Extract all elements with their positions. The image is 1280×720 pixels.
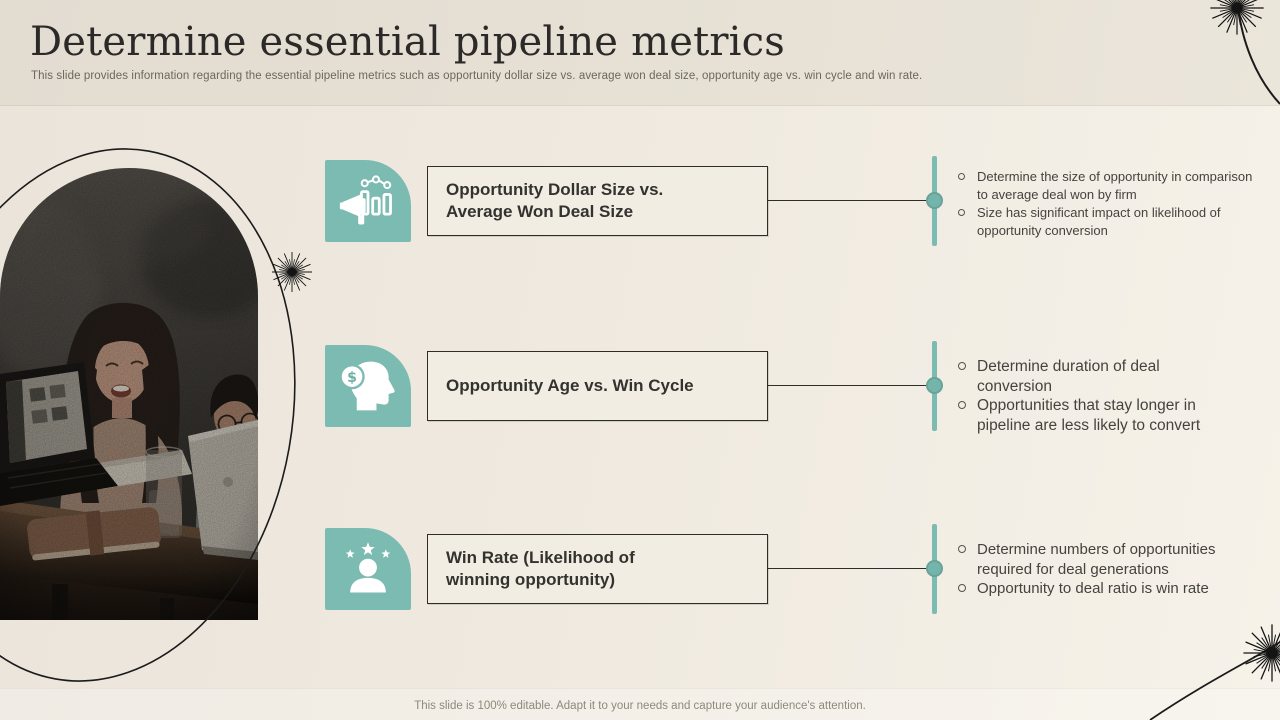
metric-title: Win Rate (Likelihood of winning opportun… (446, 548, 635, 589)
metric-icon-box: $ (325, 345, 411, 427)
svg-text:$: $ (347, 370, 357, 386)
bullet-text: Determine duration of deal conversion (977, 358, 1160, 395)
connector-line (768, 200, 935, 201)
bullet-list: Determine the size of opportunity in com… (955, 168, 1255, 240)
megaphone-analytics-icon (339, 175, 392, 225)
metric-title: Opportunity Dollar Size vs. Average Won … (446, 180, 664, 221)
bullet-marker-icon (958, 584, 966, 592)
background-top-band (0, 0, 1280, 106)
metric-row-win-rate: Win Rate (Likelihood of winning opportun… (325, 524, 1280, 614)
bullet-text: Opportunities that stay longer in pipeli… (977, 397, 1201, 434)
header: Determine essential pipeline metrics Thi… (30, 20, 1130, 82)
connector-line (768, 568, 935, 569)
connector-dot (926, 377, 943, 394)
list-item: Determine duration of deal conversion (955, 357, 1205, 396)
footer-note: This slide is 100% editable. Adapt it to… (414, 700, 866, 712)
bullet-text: Determine the size of opportunity in com… (977, 169, 1253, 202)
connector-dot (926, 560, 943, 577)
page-subtitle: This slide provides information regardin… (31, 70, 923, 82)
metric-icon-box (325, 528, 411, 610)
metric-row-dollar-size: Opportunity Dollar Size vs. Average Won … (325, 156, 1280, 246)
list-item: Opportunities that stay longer in pipeli… (955, 396, 1205, 435)
bullet-list: Determine numbers of opportunities requi… (955, 540, 1227, 599)
metric-icon-box (325, 160, 411, 242)
sparkle-icon (271, 251, 313, 293)
bullet-marker-icon (958, 362, 966, 370)
metric-title-box: Win Rate (Likelihood of winning opportun… (427, 534, 768, 604)
list-item: Determine the size of opportunity in com… (955, 168, 1255, 204)
bullet-marker-icon (958, 401, 966, 409)
connector-line (768, 385, 935, 386)
list-item: Determine numbers of opportunities requi… (955, 540, 1227, 579)
head-dollar-icon: $ (339, 361, 395, 411)
list-item: Size has significant impact on likelihoo… (955, 204, 1255, 240)
bullet-text: Determine numbers of opportunities requi… (977, 541, 1216, 578)
connector-dot (926, 192, 943, 209)
bullet-list: Determine duration of deal conversion Op… (955, 357, 1205, 435)
bullet-text: Size has significant impact on likelihoo… (977, 205, 1221, 238)
team-photo (0, 168, 258, 620)
page-title: Determine essential pipeline metrics (30, 19, 785, 65)
person-stars-icon (345, 542, 391, 593)
bullet-text: Opportunity to deal ratio is win rate (977, 580, 1209, 597)
bullet-marker-icon (958, 209, 965, 216)
bullet-marker-icon (958, 173, 965, 180)
background-bottom-band (0, 688, 1280, 720)
metric-row-age-win-cycle: $ Opportunity Age vs. Win Cycle Determin… (325, 341, 1280, 434)
metric-title-box: Opportunity Dollar Size vs. Average Won … (427, 166, 768, 236)
list-item: Opportunity to deal ratio is win rate (955, 579, 1227, 599)
bullet-marker-icon (958, 545, 966, 553)
photo-illustration (0, 168, 258, 620)
sparkle-icon (1242, 623, 1280, 683)
metric-title-box: Opportunity Age vs. Win Cycle (427, 351, 768, 421)
footer: This slide is 100% editable. Adapt it to… (0, 700, 1280, 712)
metric-title: Opportunity Age vs. Win Cycle (446, 376, 694, 396)
